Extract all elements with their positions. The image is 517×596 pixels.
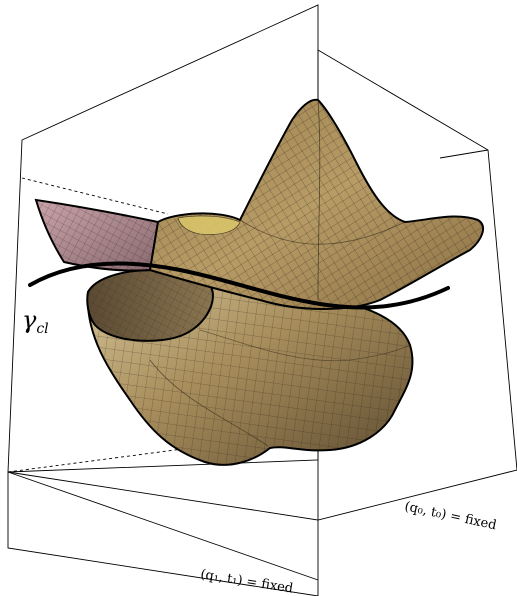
dashed-line-top xyxy=(21,177,169,215)
upper-surface-pink-mesh xyxy=(36,200,158,271)
gamma-symbol: γ xyxy=(22,306,37,334)
lower-surface-cap-mesh xyxy=(87,270,213,341)
upper-surface-mesh xyxy=(150,99,484,309)
front-plane xyxy=(7,471,319,596)
classical-path-curve xyxy=(28,261,450,310)
lower-surface-fold-2 xyxy=(199,329,411,362)
upper-surface-ridge xyxy=(317,99,321,301)
plane-front xyxy=(7,471,319,596)
gamma-subscript: cl xyxy=(36,321,48,337)
gamma-cl-label: γcl xyxy=(22,306,49,337)
lower-surface-fold xyxy=(149,359,269,447)
plane-front-bottom xyxy=(7,471,319,581)
lower-surface xyxy=(86,269,414,466)
upper-surface xyxy=(34,98,485,310)
upper-surface-yellow-patch xyxy=(177,215,241,235)
dashed-line-bottom xyxy=(7,447,191,473)
plane-right-edge xyxy=(439,149,489,159)
plane-right-label: (q₀, t₀) = fixed xyxy=(403,499,498,533)
upper-surface-ridge-2 xyxy=(239,219,406,245)
plane-front-label: (q₁, t₁) = fixed xyxy=(199,567,294,596)
